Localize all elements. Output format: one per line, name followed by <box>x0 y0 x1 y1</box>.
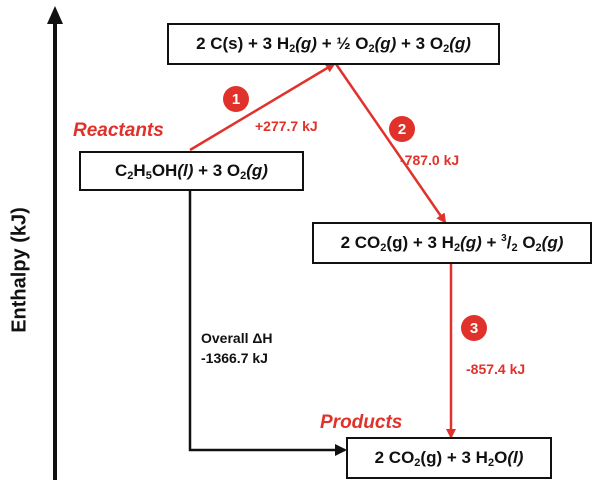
step-2-arrow <box>334 63 447 224</box>
y-axis-arrowhead <box>47 6 63 24</box>
overall-delta-h: Overall ΔH -1366.7 kJ <box>201 328 273 368</box>
intermediate-box: 2 CO2(g) + 3 H2(g) + 3/2 O2(g) <box>312 222 592 264</box>
top-state-formula: 2 C(s) + 3 H2(g) + ½ O2(g) + 3 O2(g) <box>196 33 471 55</box>
step-3-value: -857.4 kJ <box>466 361 526 377</box>
reactants-title: Reactants <box>73 120 164 141</box>
step-2-value: -787.0 kJ <box>400 152 460 168</box>
overall-value: -1366.7 kJ <box>201 350 268 366</box>
reactants-box: C2H5OH(l) + 3 O2(g) <box>79 151 304 191</box>
step-1-arrow <box>189 62 336 152</box>
products-title: Products <box>320 412 403 433</box>
step-3-badge: 3 <box>461 315 487 341</box>
top-state-box: 2 C(s) + 3 H2(g) + ½ O2(g) + 3 O2(g) <box>167 23 500 65</box>
products-box: 2 CO2(g) + 3 H2O(l) <box>346 437 552 479</box>
products-formula: 2 CO2(g) + 3 H2O(l) <box>374 447 524 469</box>
step-1-value: +277.7 kJ <box>255 118 318 134</box>
reactants-formula: C2H5OH(l) + 3 O2(g) <box>115 160 268 182</box>
overall-title: Overall ΔH <box>201 330 273 346</box>
y-axis-label: Enthalpy (kJ) <box>8 207 31 333</box>
intermediate-formula: 2 CO2(g) + 3 H2(g) + 3/2 O2(g) <box>340 232 564 254</box>
step-2-badge: 2 <box>389 116 415 142</box>
overall-path-arrow <box>188 190 347 456</box>
step-1-badge: 1 <box>223 86 249 112</box>
